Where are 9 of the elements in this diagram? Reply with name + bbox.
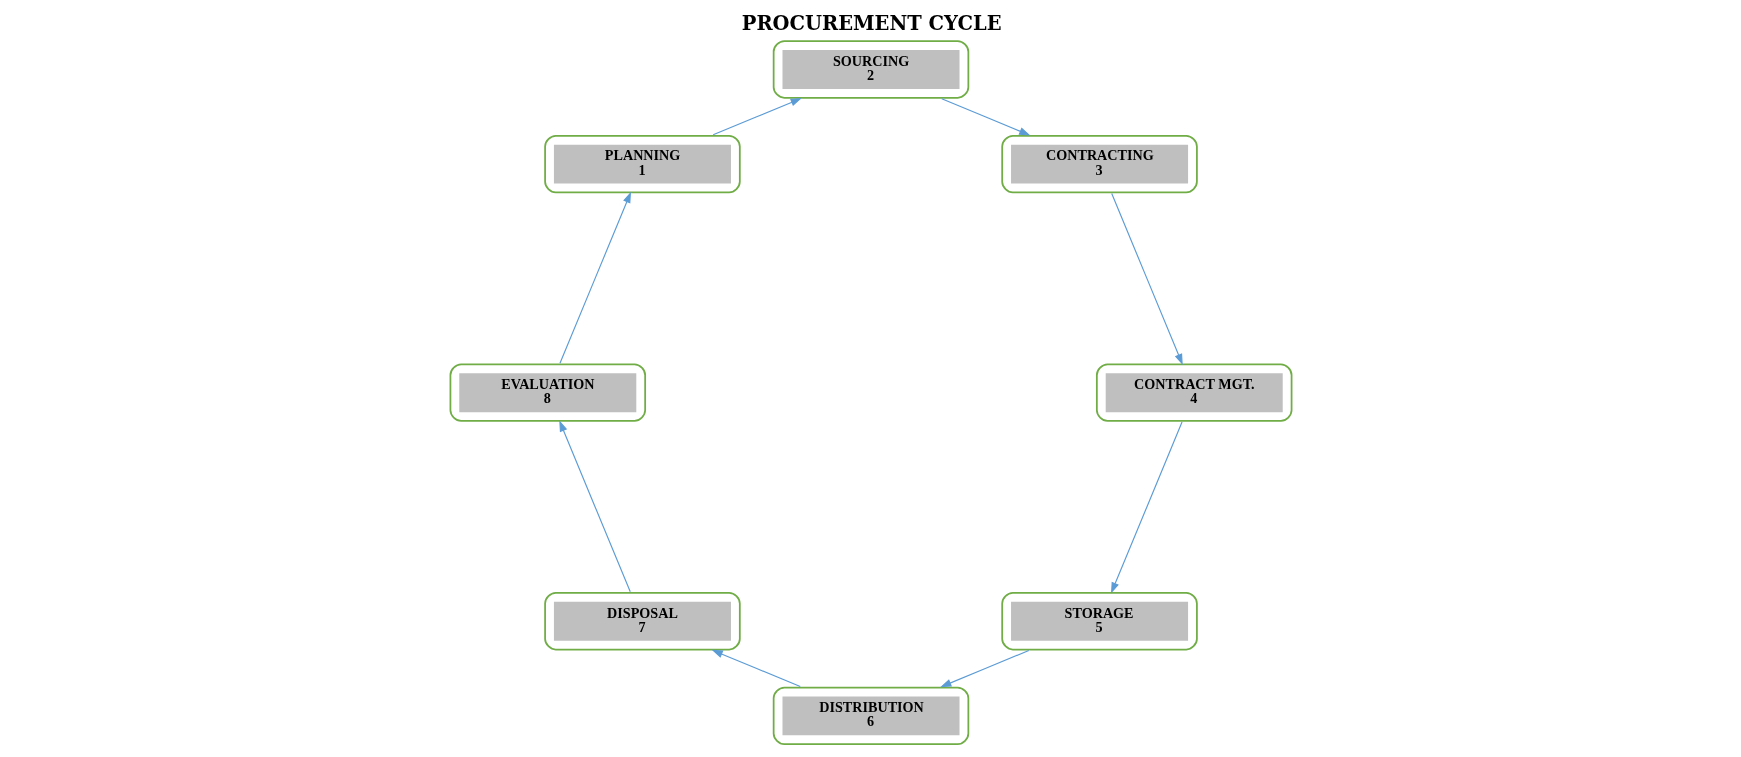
diagram-title: PROCUREMENT CYCLE [741, 12, 1002, 36]
arrow [558, 191, 631, 364]
arrow [558, 420, 631, 593]
arrow [940, 98, 1030, 136]
arrow [712, 98, 802, 136]
arrow [1110, 192, 1183, 365]
arrow [711, 649, 801, 688]
arrow [1110, 421, 1183, 594]
arrow [939, 649, 1029, 688]
